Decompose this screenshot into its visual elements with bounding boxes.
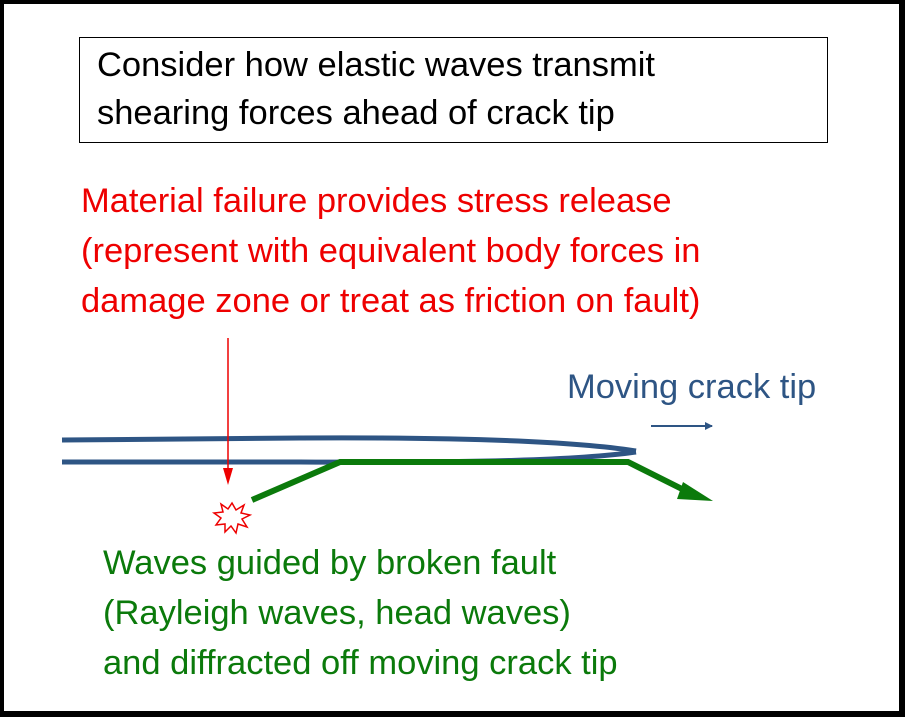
failure-line-3: damage zone or treat as friction on faul… [81, 282, 701, 320]
wave-arrowhead-icon [677, 482, 713, 501]
waves-line-1: Waves guided by broken fault [103, 544, 557, 582]
slide: Consider how elastic waves transmit shea… [4, 4, 899, 711]
failure-line-2: (represent with equivalent body forces i… [81, 232, 701, 270]
waves-line-2: (Rayleigh waves, head waves) [103, 594, 571, 632]
waves-line-3: and diffracted off moving crack tip [103, 644, 618, 682]
failure-pointer-arrowhead-icon [223, 468, 233, 485]
title-box: Consider how elastic waves transmit shea… [79, 37, 828, 143]
guided-wave-path [250, 459, 692, 503]
title-line-2: shearing forces ahead of crack tip [97, 94, 615, 132]
title-line-1: Consider how elastic waves transmit [97, 46, 655, 84]
moving-crack-tip-label: Moving crack tip [567, 368, 817, 406]
crack-upper-surface [61, 435, 637, 454]
failure-line-1: Material failure provides stress release [81, 182, 672, 220]
rupture-starburst-icon [211, 501, 253, 535]
